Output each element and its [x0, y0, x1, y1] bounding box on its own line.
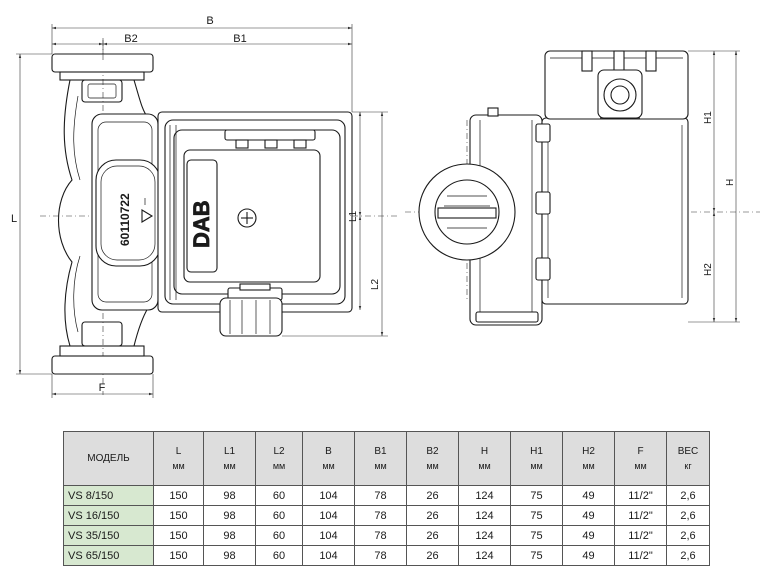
table-cell: 104 — [302, 505, 355, 526]
table-cell: 104 — [302, 485, 355, 506]
table-row: VS 35/150 150 98 60 104 78 26 124 75 49 … — [63, 525, 710, 546]
table-cell: 78 — [354, 485, 407, 506]
side-view — [405, 50, 760, 326]
pump-dimension-drawing: 60110722 DAB — [11, 15, 760, 398]
table-cell: 75 — [510, 525, 563, 546]
table-cell: 124 — [458, 545, 511, 566]
model-cell: VS 16/150 — [63, 505, 154, 526]
front-view-dimensions: B B2 B1 L F L1 L2 — [11, 15, 388, 398]
front-view: 60110722 DAB — [40, 40, 400, 395]
table-cell: 75 — [510, 505, 563, 526]
table-cell: 11/2" — [614, 505, 667, 526]
table-cell: 104 — [302, 545, 355, 566]
brand-logo: DAB — [189, 200, 214, 248]
table-cell: 60 — [255, 525, 303, 546]
table-cell: 26 — [406, 545, 459, 566]
table-cell: 2,6 — [666, 505, 710, 526]
table-cell: 26 — [406, 505, 459, 526]
table-cell: 49 — [562, 545, 615, 566]
table-cell: 98 — [203, 485, 256, 506]
table-cell: 11/2" — [614, 545, 667, 566]
table-cell: 98 — [203, 545, 256, 566]
table-cell: 2,6 — [666, 525, 710, 546]
dim-label-B2: B2 — [124, 33, 137, 45]
table-row: VS 65/150 150 98 60 104 78 26 124 75 49 … — [63, 545, 710, 566]
table-cell: 2,6 — [666, 485, 710, 506]
dim-label-B: B — [206, 15, 213, 27]
table-cell: 78 — [354, 525, 407, 546]
table-cell: 49 — [562, 525, 615, 546]
table-cell: 104 — [302, 525, 355, 546]
table-cell: 124 — [458, 485, 511, 506]
model-cell: VS 35/150 — [63, 525, 154, 546]
table-cell: 78 — [354, 545, 407, 566]
table-cell: 124 — [458, 505, 511, 526]
table-cell: 49 — [562, 505, 615, 526]
table-cell: 150 — [153, 485, 204, 506]
dim-label-H: H — [725, 179, 736, 186]
dim-label-L1: L1 — [348, 210, 359, 222]
table-cell: 60 — [255, 505, 303, 526]
table-cell: 98 — [203, 505, 256, 526]
table-cell: 78 — [354, 505, 407, 526]
dim-label-B1: B1 — [233, 33, 246, 45]
model-cell: VS 65/150 — [63, 545, 154, 566]
dim-label-L: L — [11, 213, 17, 225]
dim-label-F: F — [99, 382, 106, 394]
table-cell: 26 — [406, 485, 459, 506]
table-cell: 150 — [153, 525, 204, 546]
table-cell: 75 — [510, 485, 563, 506]
table-cell: 75 — [510, 545, 563, 566]
table-row: VS 8/150 150 98 60 104 78 26 124 75 49 1… — [63, 485, 710, 506]
table-cell: 60 — [255, 485, 303, 506]
col-header: МОДЕЛЬ — [63, 431, 154, 486]
pump-code-label: 60110722 — [118, 193, 132, 246]
table-cell: 26 — [406, 525, 459, 546]
table-cell: 150 — [153, 505, 204, 526]
side-view-dimensions: H1 H2 H — [688, 50, 740, 323]
table-cell: 98 — [203, 525, 256, 546]
table-cell: 150 — [153, 545, 204, 566]
table-cell: 49 — [562, 485, 615, 506]
table-cell: 11/2" — [614, 525, 667, 546]
model-cell: VS 8/150 — [63, 485, 154, 506]
dim-label-L2: L2 — [370, 278, 381, 290]
dim-label-H1: H1 — [703, 111, 714, 124]
table-cell: 60 — [255, 545, 303, 566]
table-cell: 2,6 — [666, 545, 710, 566]
table-cell: 11/2" — [614, 485, 667, 506]
table-cell: 124 — [458, 525, 511, 546]
dim-label-H2: H2 — [703, 263, 714, 276]
table-row: VS 16/150 150 98 60 104 78 26 124 75 49 … — [63, 505, 710, 526]
